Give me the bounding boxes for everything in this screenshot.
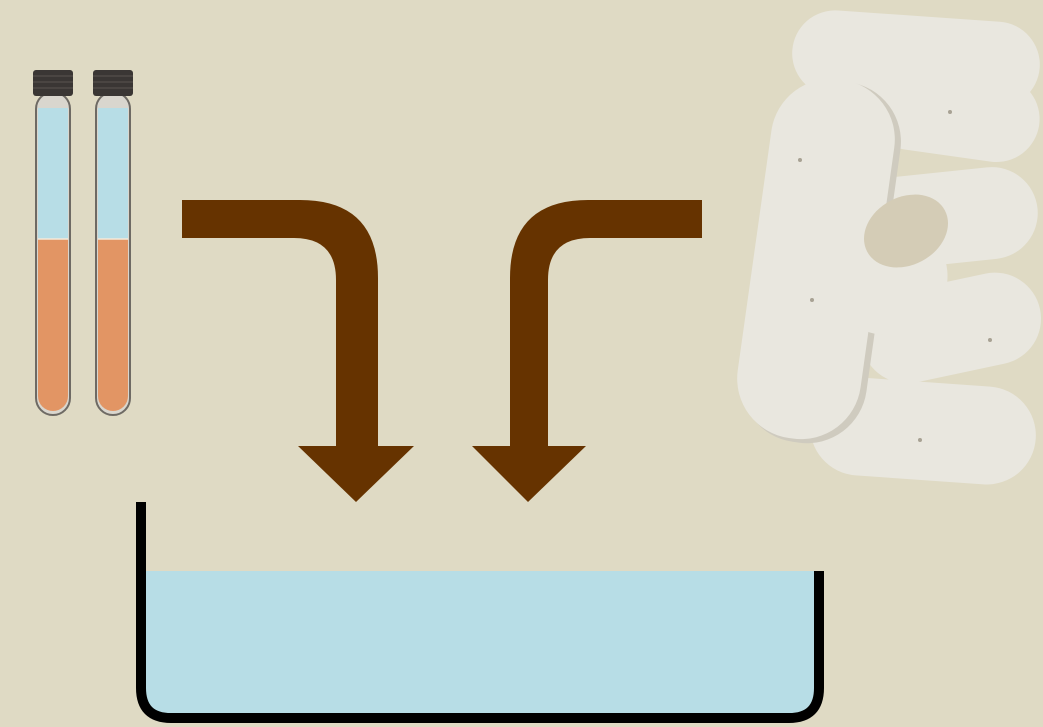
tube-lower-liquid: [38, 239, 68, 411]
container-liquid: [145, 571, 818, 716]
sausage-speck: [948, 110, 952, 114]
sausage-speck: [810, 298, 814, 302]
sausage-speck: [918, 438, 922, 442]
sausage-speck: [988, 338, 992, 342]
tube-cap: [93, 70, 133, 96]
tube-upper-liquid: [38, 108, 68, 239]
test-tube-left: [33, 70, 73, 415]
sausage-speck: [798, 158, 802, 162]
tube-cap: [33, 70, 73, 96]
tube-upper-liquid: [98, 108, 128, 239]
test-tube-right: [93, 70, 133, 415]
tube-lower-liquid: [98, 239, 128, 411]
